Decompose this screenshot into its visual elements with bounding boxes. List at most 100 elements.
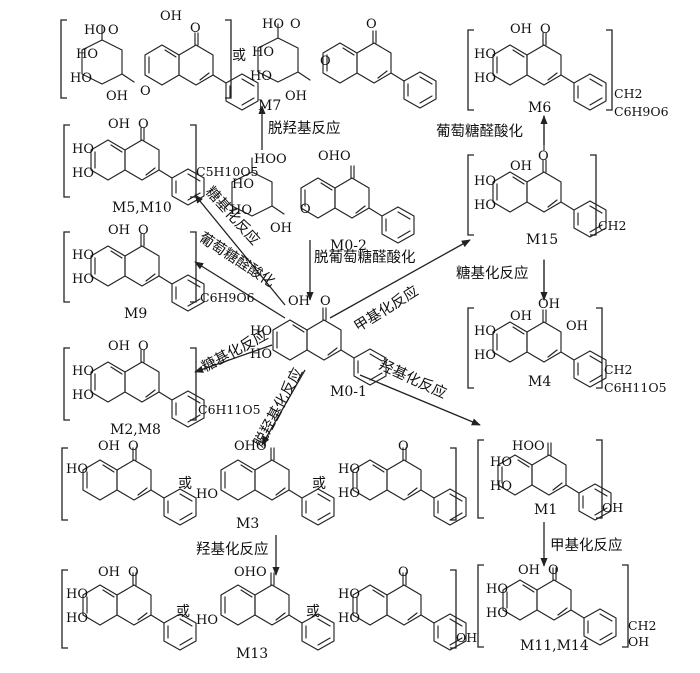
substituent-groups: C5H10O5 C6H9O6 C6H11O5 CH2 C6H9O6 CH2 CH…: [196, 86, 669, 649]
atom-label: HO: [254, 152, 276, 167]
group-oh-m13: OH: [456, 630, 477, 645]
atom-label: OH: [270, 221, 292, 236]
structures: [81, 23, 617, 651]
group-c6h11o5: C6H11O5: [198, 402, 261, 417]
atom-label: O: [366, 17, 377, 32]
arrow-glycosylation-1: [194, 194, 286, 306]
atom-label: HO: [72, 364, 94, 379]
compound-label-m9: M9: [124, 306, 147, 322]
atom-label: HO: [72, 272, 94, 287]
atom-label: HO: [474, 174, 496, 189]
atom-label: OHO: [234, 439, 267, 454]
atom-label: O: [138, 117, 149, 132]
atom-label: HO: [72, 142, 94, 157]
atom-label: OH: [98, 439, 120, 454]
reaction-labels: 脱羟基反应 脱葡萄糖醛酸化 糖基化反应 葡萄糖醛酸化 糖基化反应 脱羟基化反应 …: [196, 119, 623, 558]
atom-label: HO: [486, 606, 508, 621]
group-ch2-m15: CH2: [598, 218, 626, 233]
atom-label: OH: [285, 89, 307, 104]
atom-label: HOO: [512, 439, 545, 454]
atom-label: HO: [338, 611, 360, 626]
arrow-hydroxylation-1: [359, 374, 481, 426]
atom-label: HO: [76, 47, 98, 62]
connector-or-m13-b: 或: [306, 604, 320, 620]
atom-label: OH: [510, 309, 532, 324]
atom-label: O: [128, 565, 139, 580]
atom-label: OH: [160, 9, 182, 24]
label-glucuronidation-1: 葡萄糖醛酸化: [196, 229, 278, 291]
atom-label: HO: [72, 166, 94, 181]
label-dehydroxylation-top: 脱羟基反应: [268, 119, 341, 137]
atom-label: HO: [66, 462, 88, 477]
atom-label: O: [276, 152, 287, 167]
atom-labels: HO O HO HO OH OH O O HO O HO HO OH O O H…: [66, 9, 588, 628]
compound-label-m13: M13: [236, 646, 268, 662]
atom-label: O: [548, 563, 559, 578]
atom-label: O: [300, 202, 311, 217]
atom-label: HO: [486, 582, 508, 597]
group-oh-m1: OH: [602, 500, 623, 515]
atom-label: O: [138, 223, 149, 238]
connector-or-m3-b: 或: [312, 476, 326, 492]
atom-label: HO: [66, 587, 88, 602]
label-glycosylation-3: 糖基化反应: [456, 264, 529, 282]
label-glucuronidation-2: 葡萄糖醛酸化: [436, 123, 523, 140]
atom-label: HO: [338, 486, 360, 501]
connectors: 或 或 或 或 或: [176, 48, 326, 620]
atom-label: HO: [230, 203, 252, 218]
atom-label: HO: [72, 388, 94, 403]
atom-label: OH: [288, 294, 310, 309]
group-c6h11o5-m4: C6H11O5: [604, 380, 667, 395]
label-hydroxylation-1: 羟基化反应: [376, 355, 449, 402]
group-c6h9o6: C6H9O6: [200, 290, 255, 305]
compound-labels: M7 M0-2 M0-1 M5,M10 M9 M2,M8 M3 M13 M6 M…: [110, 98, 589, 662]
connector-or-top: 或: [232, 48, 246, 64]
atom-label: O: [128, 439, 139, 454]
atom-label: O: [540, 22, 551, 37]
compound-label-m11-m14: M11,M14: [520, 638, 589, 654]
atom-label: O: [320, 294, 331, 309]
atom-label: OHO: [234, 565, 267, 580]
atom-label: O: [140, 84, 151, 99]
atom-label: HO: [490, 479, 512, 494]
atom-label: HO: [250, 324, 272, 339]
atom-label: O: [290, 17, 301, 32]
atom-label: HO: [474, 198, 496, 213]
atom-label: OH: [108, 223, 130, 238]
group-ch2-m11: CH2: [628, 618, 656, 633]
reaction-arrows: [194, 105, 548, 576]
compound-label-m1: M1: [534, 502, 557, 518]
group-oh-m11: OH: [628, 634, 649, 649]
connector-or-m13-a: 或: [176, 604, 190, 620]
atom-label: OH: [108, 339, 130, 354]
arrow-methylation-1: [329, 239, 471, 319]
atom-label: HO: [474, 324, 496, 339]
atom-label: HO: [232, 177, 254, 192]
atom-label: OH: [510, 22, 532, 37]
group-ch2-m4: CH2: [604, 362, 632, 377]
atom-label: HO: [84, 23, 106, 38]
atom-label: HO: [474, 47, 496, 62]
label-deglucuronidation: 脱葡萄糖醛酸化: [314, 249, 416, 266]
brackets: [60, 19, 629, 649]
compound-label-m0-2: M0-2: [330, 238, 367, 254]
atom-label: HO: [338, 587, 360, 602]
label-methylation-1: 甲基化反应: [351, 282, 422, 336]
atom-label: OH: [98, 565, 120, 580]
group-c6h9o6-m6: C6H9O6: [614, 104, 669, 119]
atom-label: HO: [262, 17, 284, 32]
atom-label: O: [538, 149, 549, 164]
arrow-glucuronidation-1: [194, 261, 286, 319]
atom-label: O: [108, 23, 119, 38]
atom-label: O: [398, 439, 409, 454]
atom-label: HO: [250, 69, 272, 84]
compound-label-m0-1: M0-1: [330, 384, 367, 400]
atom-label: OH: [566, 319, 588, 334]
atom-label: O: [190, 21, 201, 36]
atom-label: OH: [106, 89, 128, 104]
connector-or-m3-a: 或: [178, 476, 192, 492]
atom-label: OH: [108, 117, 130, 132]
atom-label: HO: [490, 455, 512, 470]
compound-label-m3: M3: [236, 516, 259, 532]
